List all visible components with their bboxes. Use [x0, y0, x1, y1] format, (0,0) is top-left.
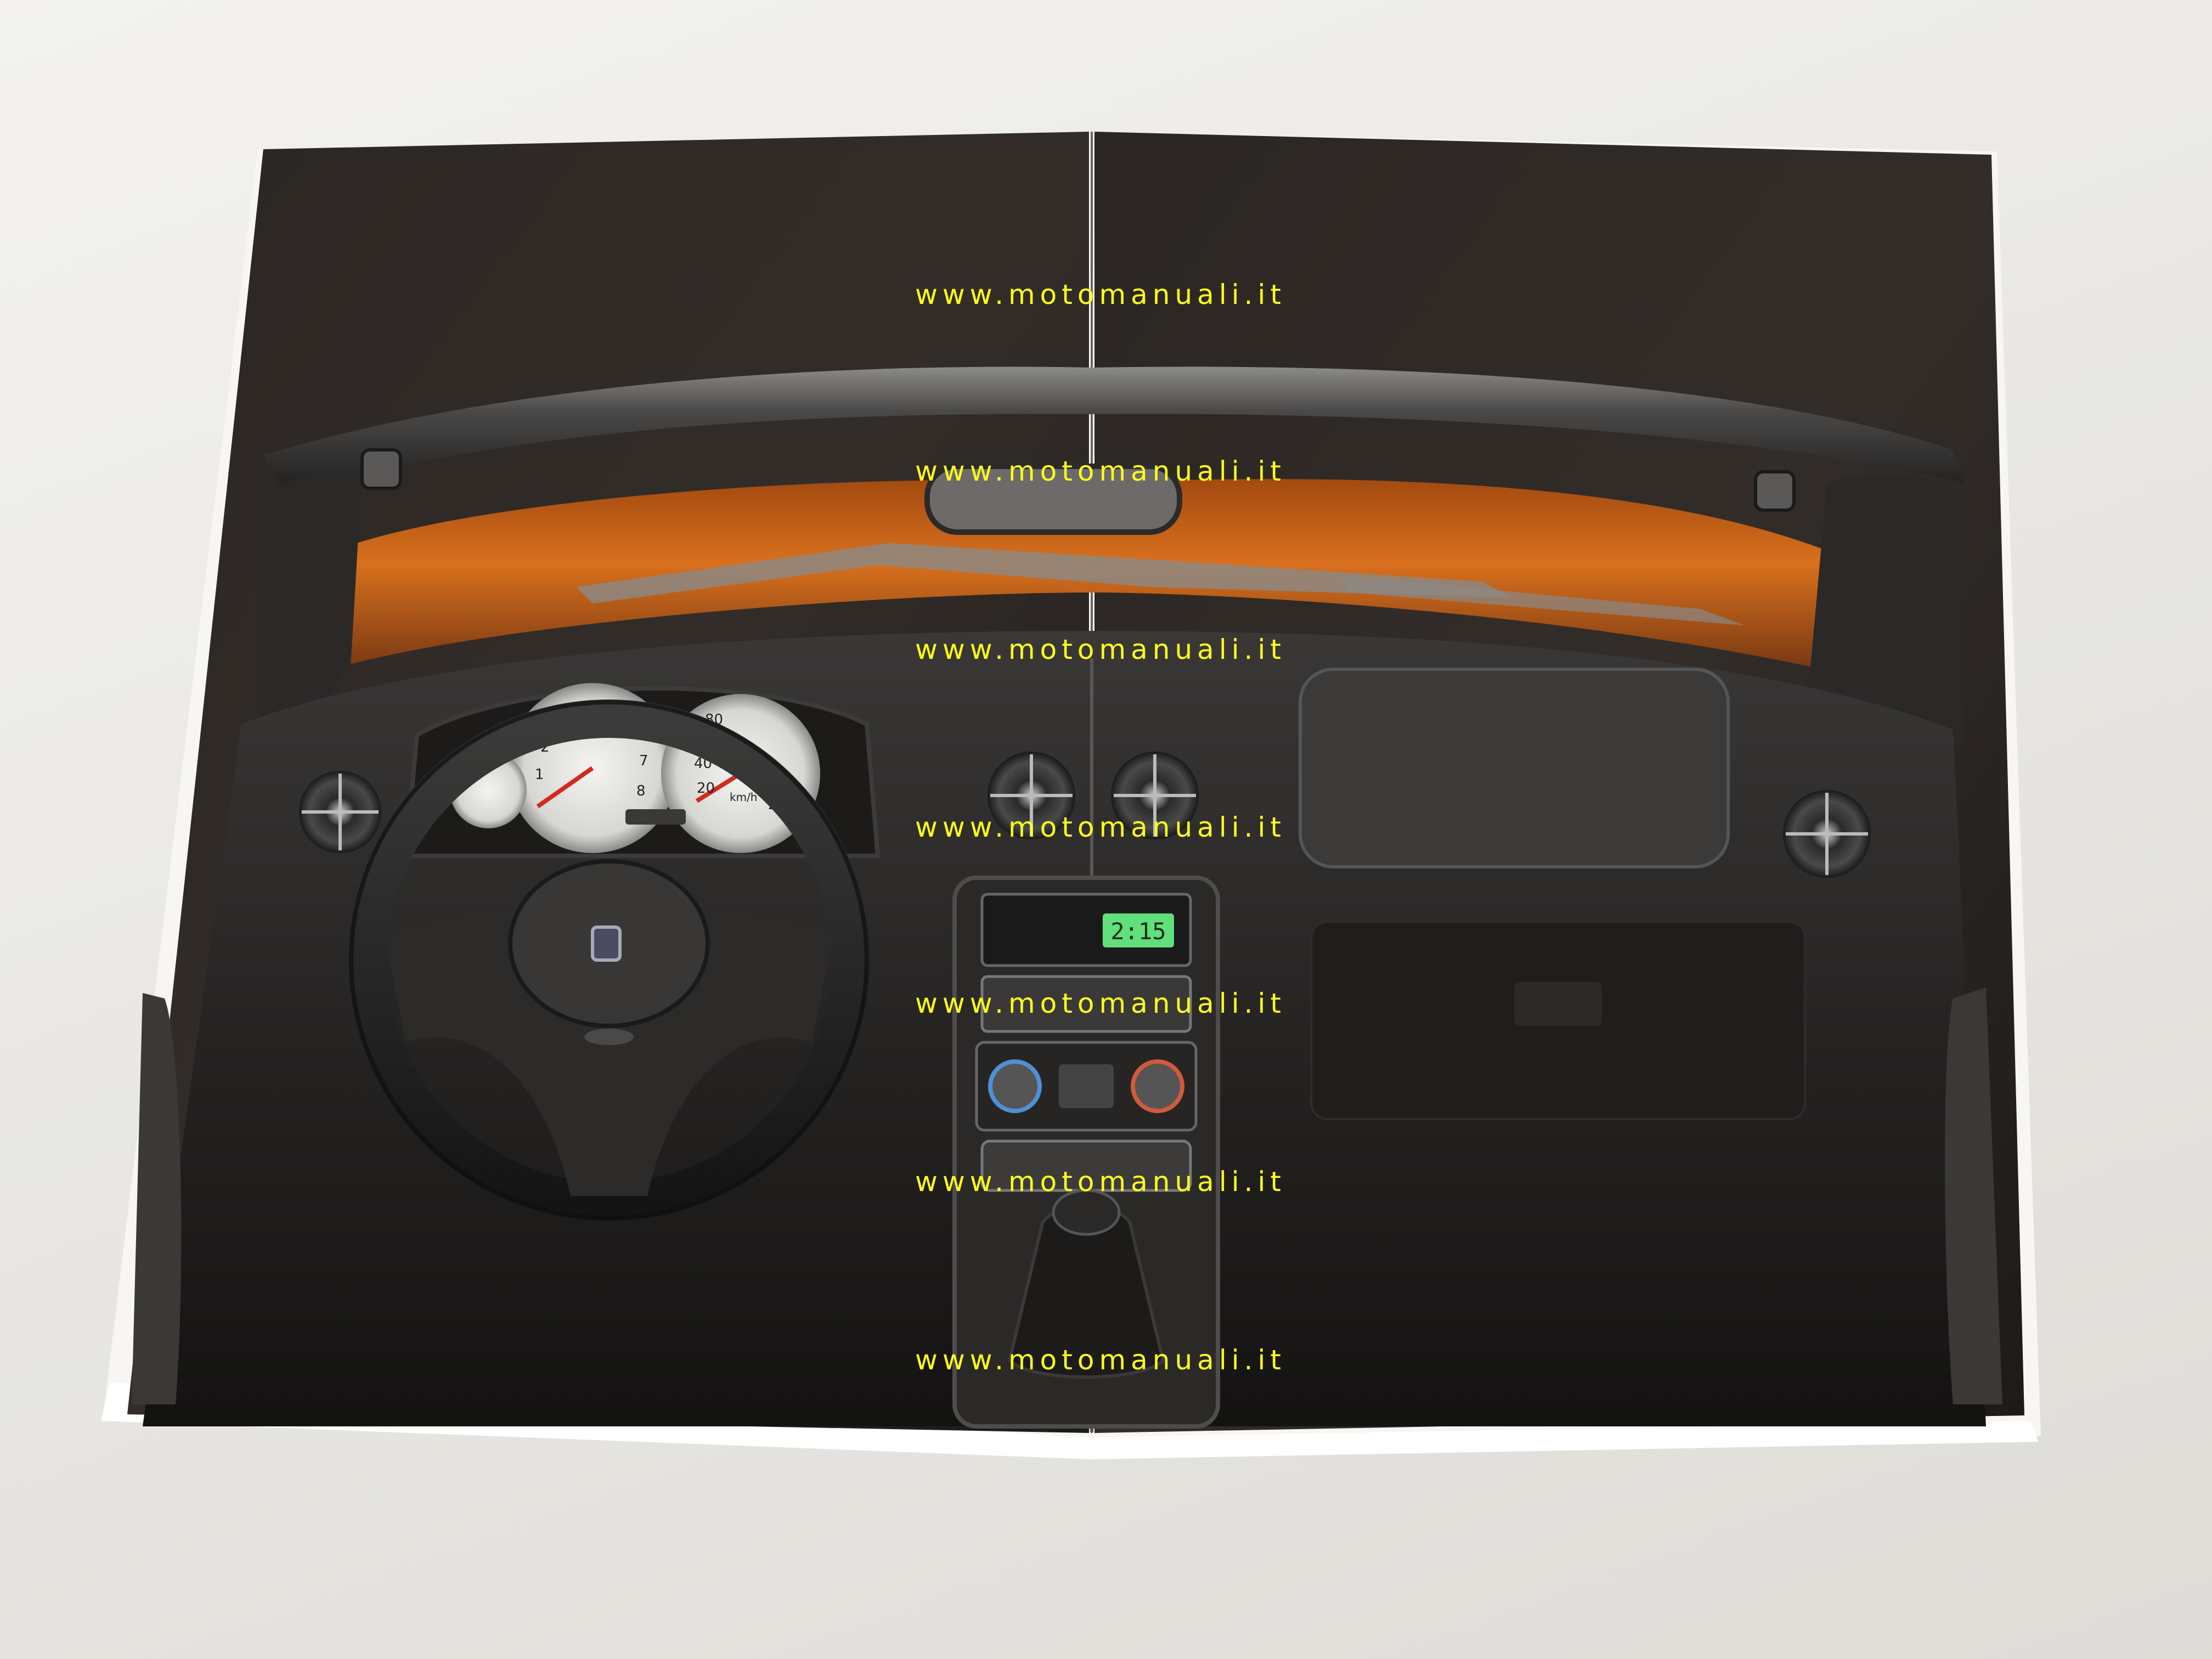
temperature-knob [1131, 1059, 1184, 1113]
center-vent-right [1111, 752, 1199, 839]
rear-view-mirror [924, 464, 1182, 535]
passenger-airbag-cover [1299, 668, 1730, 868]
clock-display [1103, 913, 1174, 947]
radio-unit [980, 893, 1192, 967]
left-door-panel [132, 993, 182, 1404]
speed-unit: km/h [730, 791, 757, 804]
windshield-frame [258, 366, 1964, 757]
center-vent-left [988, 752, 1075, 839]
tach-label-1: 1 [535, 766, 544, 783]
gear-knob [1052, 1189, 1121, 1236]
clock-value: 2:15 [1110, 918, 1166, 945]
tach-label-8: 8 [636, 783, 646, 799]
fan-speed-knob [988, 1059, 1042, 1113]
left-side-vent [299, 771, 381, 853]
speed-label-20: 20 [697, 780, 715, 797]
steering-wheel [348, 699, 870, 1221]
tach-label-7: 7 [639, 753, 648, 769]
steering-wheel-badge [591, 926, 622, 962]
right-door-panel [1945, 988, 2002, 1404]
cassette-unit [980, 975, 1192, 1033]
switch-panel [980, 1139, 1192, 1192]
center-console: 2:15 [952, 876, 1220, 1429]
windshield [340, 479, 1821, 667]
right-side-vent [1783, 790, 1871, 878]
